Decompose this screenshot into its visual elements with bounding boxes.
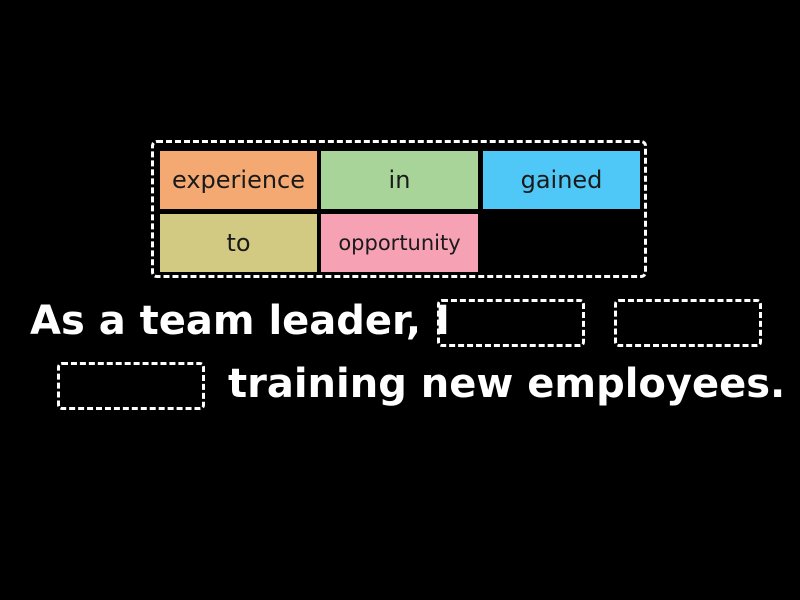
sentence-part-1: As a team leader, I	[30, 298, 450, 344]
answer-slot-1[interactable]	[437, 299, 585, 347]
word-tile-gained[interactable]: gained	[483, 151, 640, 209]
word-tile-experience[interactable]: experience	[160, 151, 317, 209]
word-tile-in[interactable]: in	[321, 151, 478, 209]
word-tile-label: opportunity	[338, 231, 461, 255]
word-tile-opportunity[interactable]: opportunity	[321, 214, 478, 272]
answer-slot-2[interactable]	[614, 299, 762, 347]
answer-slot-3[interactable]	[57, 362, 205, 410]
word-tile-to[interactable]: to	[160, 214, 317, 272]
word-tile-label: gained	[520, 166, 603, 194]
word-tile-label: to	[226, 229, 251, 257]
word-tile-label: experience	[171, 166, 306, 194]
word-tile-label: in	[388, 166, 411, 194]
sentence-part-2: training new employees.	[228, 361, 786, 407]
word-bank	[151, 140, 647, 278]
